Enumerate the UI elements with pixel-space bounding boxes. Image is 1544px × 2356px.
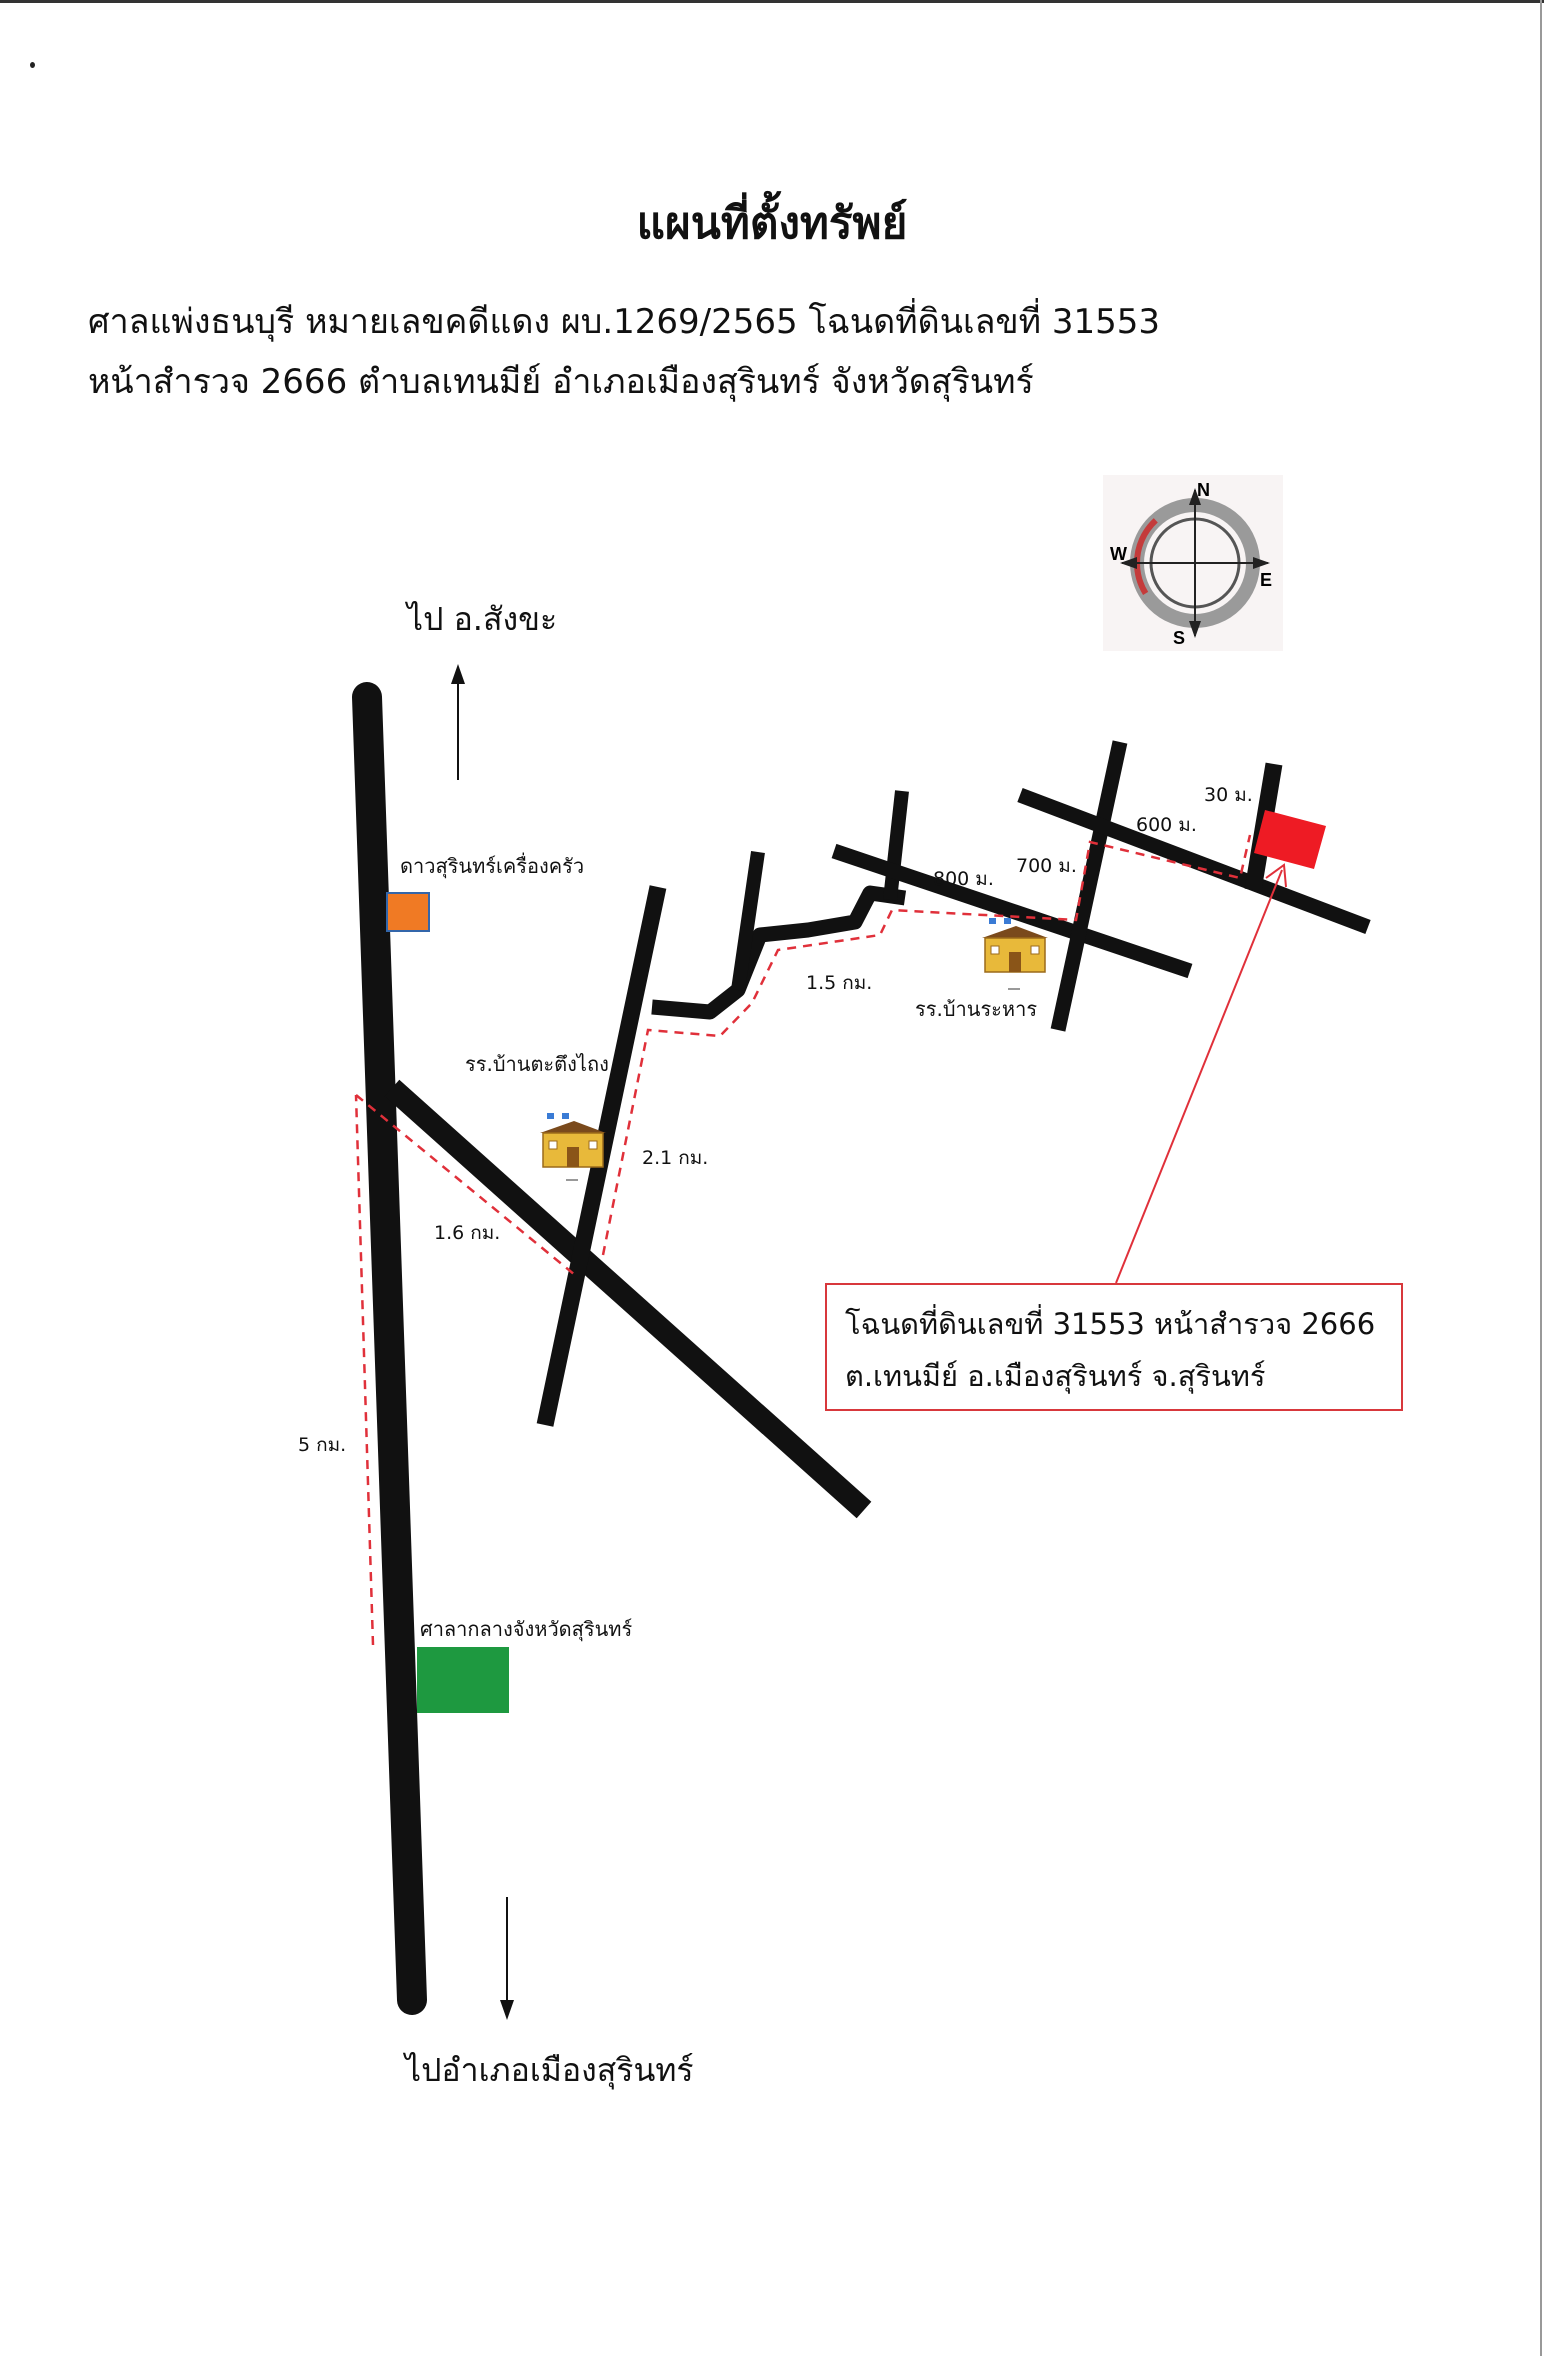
school-building-icon [540,1113,606,1181]
to-mueang-surin-label: ไปอำเภอเมืองสุรินทร์ [405,2051,694,2089]
property-marker [1254,810,1326,869]
case-info-line-2: หน้าสำรวจ 2666 ตำบลเทนมีย์ อำเภอเมืองสุร… [88,362,1034,402]
route-segment-to-property [601,834,1252,1256]
page-title: แผนที่ตั้งทรัพย์ [636,198,908,249]
dao-surin-label: ดาวสุรินทร์เครื่องครัว [400,854,585,878]
distance-800m: 800 ม. [933,868,994,890]
school-tatingtai-label: รร.บ้านตะตึงไถง [465,1052,609,1076]
provincial-hall-marker [417,1647,509,1713]
road-branch-1 [731,850,765,992]
compass-e: E [1260,570,1272,590]
scan-speck [30,62,35,68]
compass-s: S [1173,628,1185,648]
school-banraharn-label: รร.บ้านระหาร [915,997,1038,1021]
south-arrow [500,1897,514,2020]
to-sangkha-label: ไป อ.สังขะ [407,600,558,638]
distance-30m: 30 ม. [1204,784,1253,806]
case-info-line-1: ศาลแพ่งธนบุรี หมายเลขคดีแดง ผบ.1269/2565… [88,302,1161,342]
compass-icon: N S E W [1103,475,1283,651]
provincial-hall-label: ศาลากลางจังหวัดสุรินทร์ [420,1617,633,1641]
compass-n: N [1197,480,1210,500]
distance-1-6km: 1.6 กม. [434,1222,501,1244]
dao-surin-marker [386,892,430,932]
callout-leader [1115,863,1287,1284]
distance-700m: 700 ม. [1016,855,1077,877]
school-building-icon [982,918,1048,990]
distance-600m: 600 ม. [1136,814,1197,836]
route-segment-5km [354,1094,375,1646]
road-banraharn [831,843,1193,979]
road-east [1017,787,1371,935]
compass-w: W [1110,544,1127,564]
top-border [0,0,1544,3]
distance-1-5km: 1.5 กม. [806,972,873,994]
distance-5km: 5 กม. [298,1434,347,1456]
road-cross [1050,740,1128,1032]
main-highway [352,682,427,2015]
diagonal-road [384,1079,872,1519]
route-path [354,834,1252,1646]
callout-line-1: โฉนดที่ดินเลขที่ 31553 หน้าสำรวจ 2666 [845,1307,1376,1341]
road-zigzag [651,885,907,1020]
north-arrow [451,664,465,780]
distance-2-1km: 2.1 กม. [642,1147,709,1169]
road-branch-2 [883,790,909,901]
property-callout: โฉนดที่ดินเลขที่ 31553 หน้าสำรวจ 2666 ต.… [825,1283,1403,1411]
callout-line-2: ต.เทนมีย์ อ.เมืองสุรินทร์ จ.สุรินทร์ [845,1359,1266,1393]
right-border [1540,0,1542,2356]
